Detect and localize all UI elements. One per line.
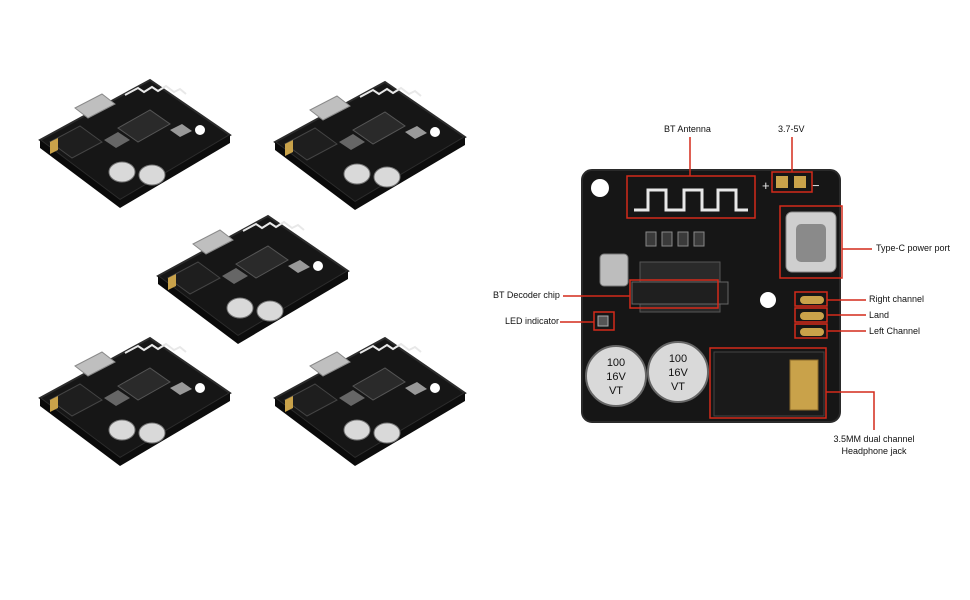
led-box [593, 311, 615, 331]
svg-text:+: + [762, 178, 770, 193]
board-thumbnail-1 [39, 79, 231, 209]
cap-right-line2: 16V [668, 367, 688, 379]
label-left-channel: Left Channel [869, 326, 921, 336]
label-bt-decoder: BT Decoder chip [493, 290, 560, 300]
label-led-indicator: LED indicator [505, 316, 560, 326]
board-thumbnail-2 [274, 81, 466, 211]
cap-left-line2: 16V [606, 371, 626, 383]
capacitor-marking-left: 100 16V VT [606, 357, 626, 397]
cap-right-line1: 100 [669, 353, 687, 365]
label-bt-antenna: BT Antenna [664, 124, 711, 134]
crystal [599, 253, 629, 287]
board-thumbnail-4 [39, 337, 231, 467]
label-land: Land [869, 310, 890, 320]
cap-left-line3: VT [609, 385, 623, 397]
label-type-c: Type-C power port [876, 243, 951, 253]
capacitor-marking-right: 100 16V VT [668, 353, 688, 393]
antenna-box [626, 175, 756, 219]
jack-box [709, 347, 827, 419]
label-voltage: 3.7-5V [778, 124, 805, 134]
antenna-trace [634, 188, 748, 212]
cap-left-line1: 100 [607, 357, 625, 369]
cap-right-line3: VT [671, 381, 685, 393]
capacitor-right [647, 341, 709, 403]
right-channel-box [794, 291, 828, 307]
mount-hole-top-left [591, 179, 609, 197]
label-jack-line2: Headphone jack [841, 446, 907, 456]
label-jack-line1: 3.5MM dual channel [833, 434, 915, 444]
callout-graphics [560, 137, 875, 430]
label-right-channel: Right channel [869, 294, 925, 304]
board-thumbnail-5 [274, 337, 466, 467]
mount-hole-center [760, 292, 776, 308]
capacitor-left [585, 345, 647, 407]
main-board: + − [581, 169, 841, 423]
board-thumbnail-3 [157, 215, 349, 345]
led [597, 315, 609, 327]
type-c-box [779, 205, 843, 279]
decoder-box [629, 279, 719, 309]
svg-text:−: − [812, 178, 820, 193]
